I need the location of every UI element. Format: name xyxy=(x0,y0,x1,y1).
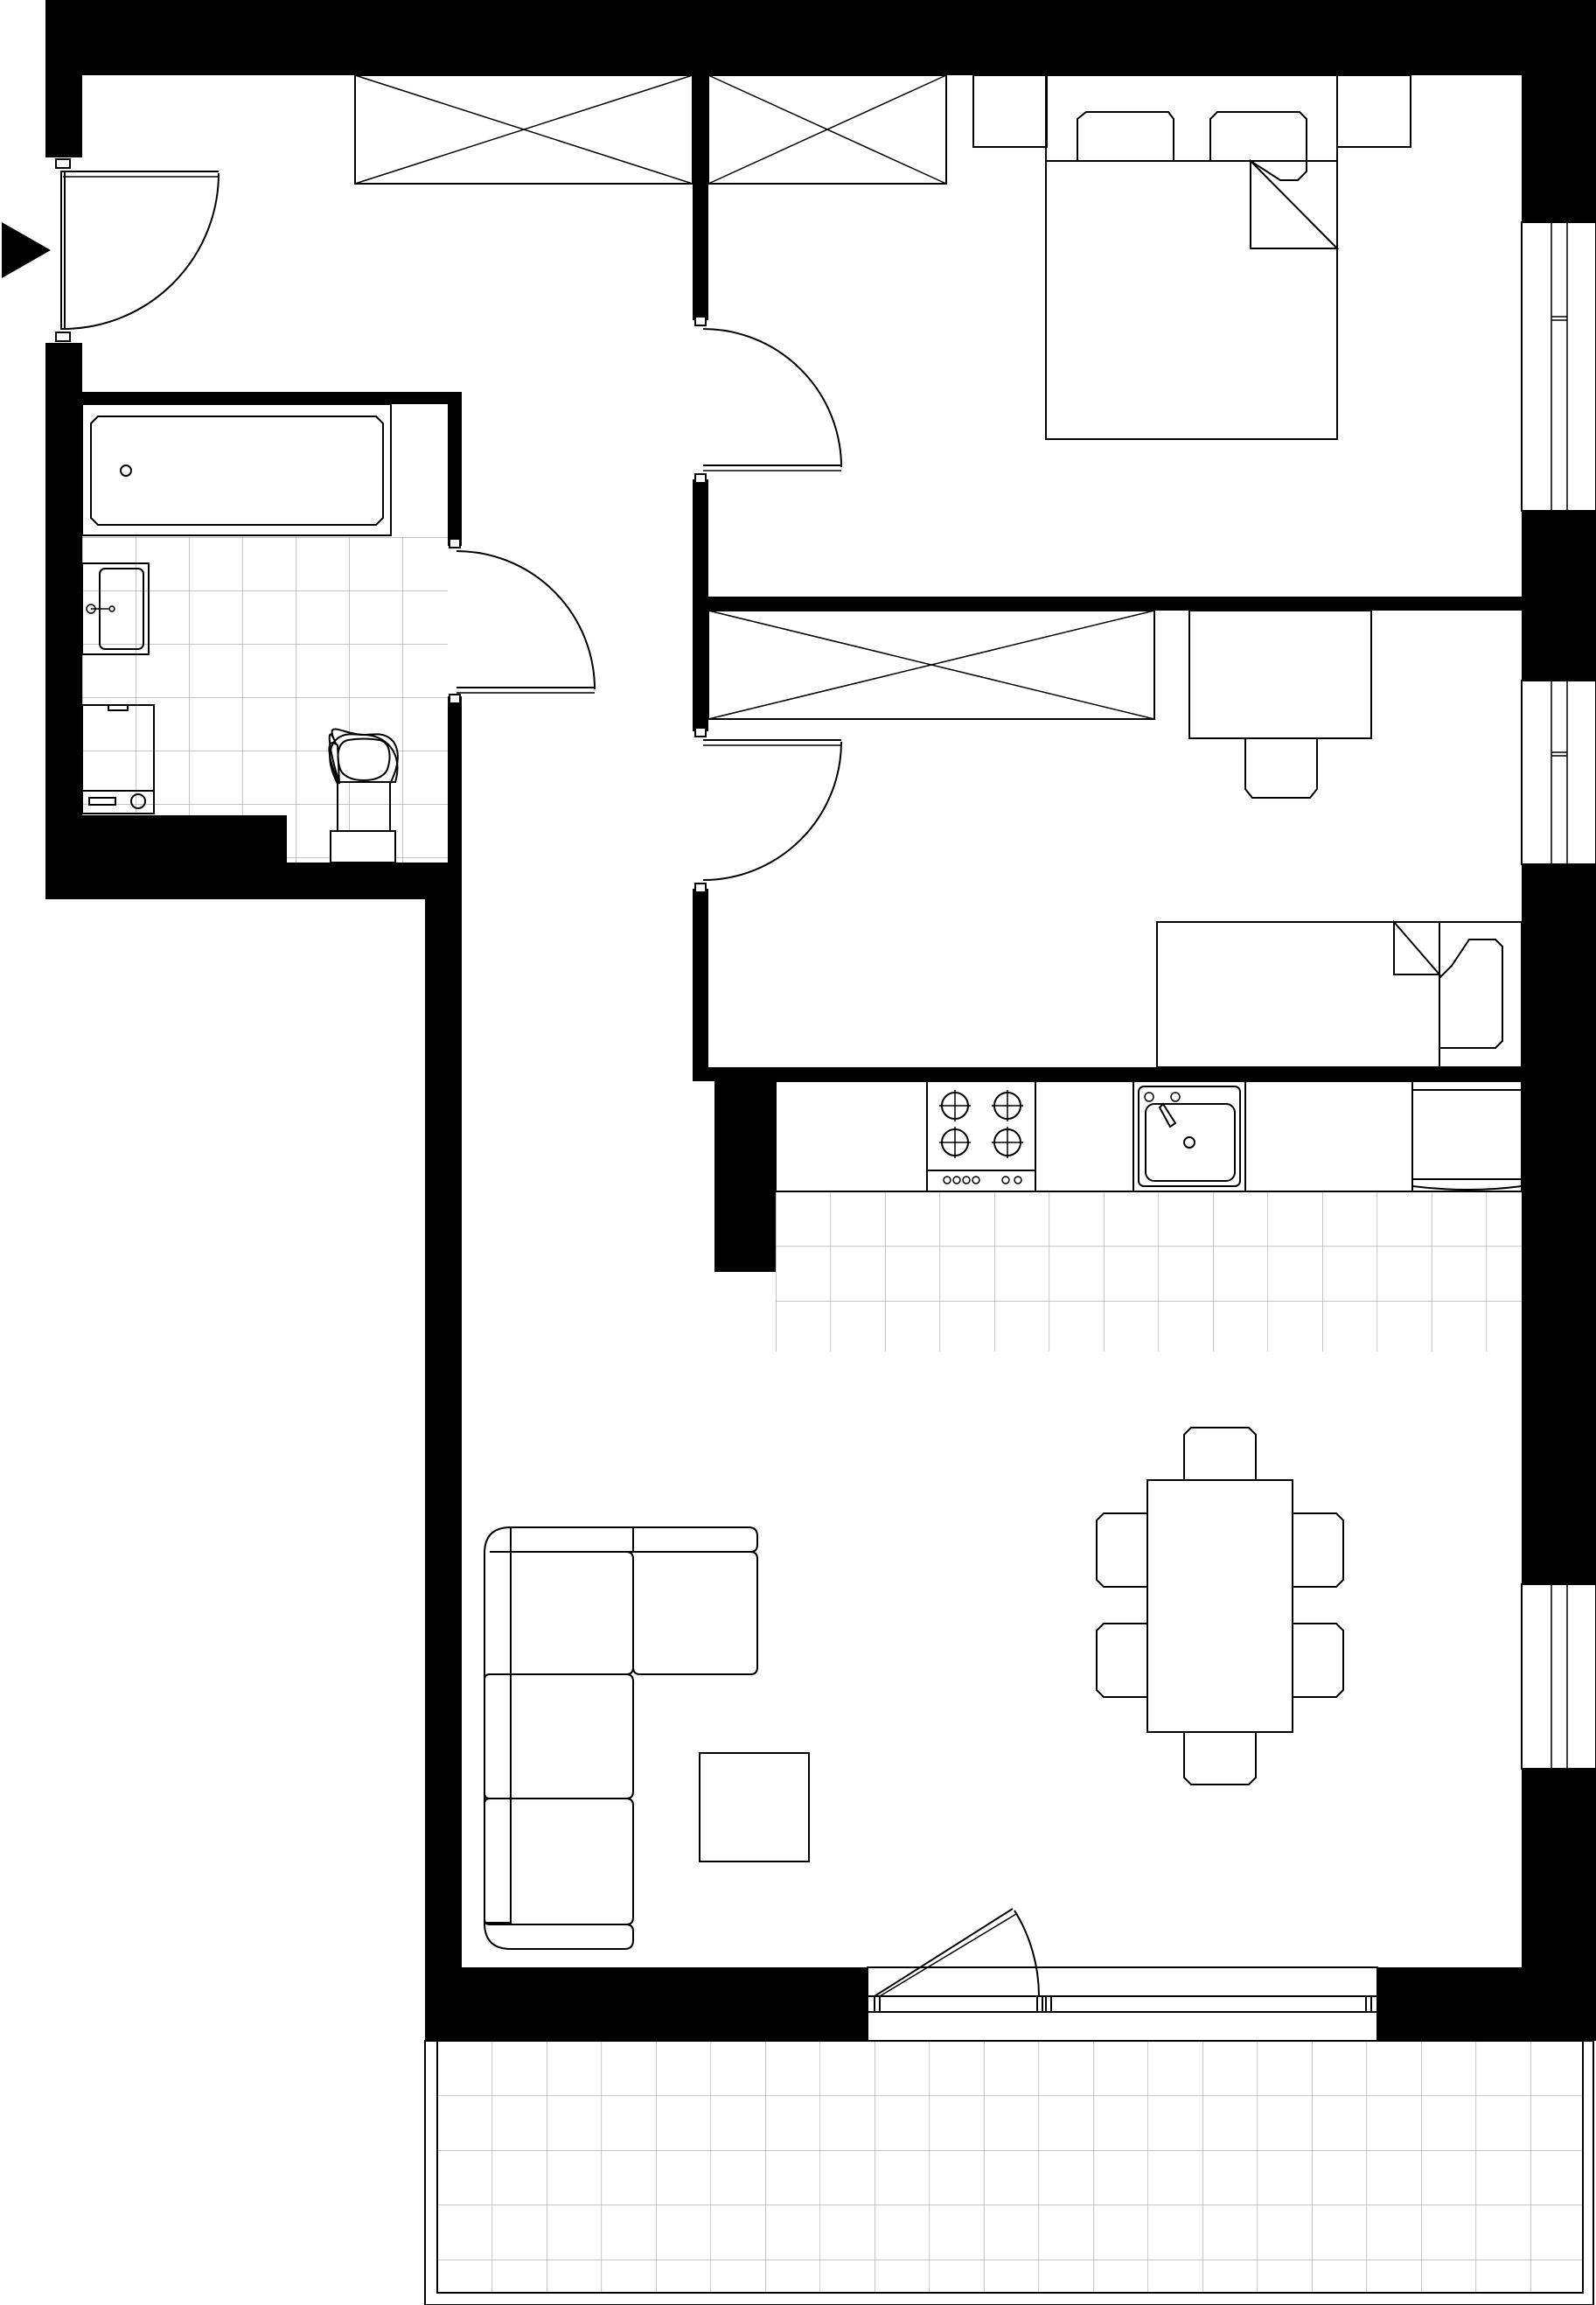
bedroom-door[interactable] xyxy=(694,316,842,484)
chair xyxy=(1292,1623,1344,1698)
coffee-table xyxy=(699,1752,810,1862)
entrance-arrow-icon xyxy=(2,222,51,278)
bathroom-door[interactable] xyxy=(449,538,596,704)
chair xyxy=(1096,1623,1148,1698)
chair xyxy=(1292,1512,1344,1588)
window xyxy=(1521,221,1596,512)
pillow xyxy=(1209,111,1307,181)
room-door[interactable] xyxy=(694,727,842,893)
pillow xyxy=(1439,939,1503,1049)
window xyxy=(1521,680,1596,865)
toilet xyxy=(328,728,399,863)
wardrobe xyxy=(707,74,947,185)
kitchen-tiled-floor xyxy=(776,1191,1522,1352)
nightstand xyxy=(1336,74,1411,148)
wardrobe xyxy=(707,610,1155,720)
entrance-door[interactable] xyxy=(55,158,220,342)
kitchen-sink xyxy=(1133,1080,1246,1192)
chair xyxy=(1183,1731,1257,1785)
balcony-door[interactable] xyxy=(867,1908,1378,2042)
nightstand xyxy=(972,74,1048,148)
fridge xyxy=(1411,1080,1523,1192)
bathtub xyxy=(81,403,392,536)
window xyxy=(1521,1583,1596,1770)
bathroom-tiles xyxy=(82,404,448,863)
chair xyxy=(1096,1512,1148,1588)
balcony xyxy=(424,2040,1594,2305)
wardrobe xyxy=(354,74,693,185)
dining-table xyxy=(1146,1479,1293,1733)
double-bed xyxy=(1045,74,1340,440)
pillow xyxy=(1077,111,1174,162)
desk xyxy=(1188,610,1372,739)
chair xyxy=(1244,737,1318,799)
washing-machine xyxy=(81,704,155,814)
kitchen-counter xyxy=(775,1080,1413,1192)
chair xyxy=(1183,1427,1257,1481)
corner-sofa xyxy=(484,1526,758,1950)
washbasin xyxy=(81,562,150,655)
walls xyxy=(45,0,1596,2041)
cooktop xyxy=(926,1080,1036,1192)
